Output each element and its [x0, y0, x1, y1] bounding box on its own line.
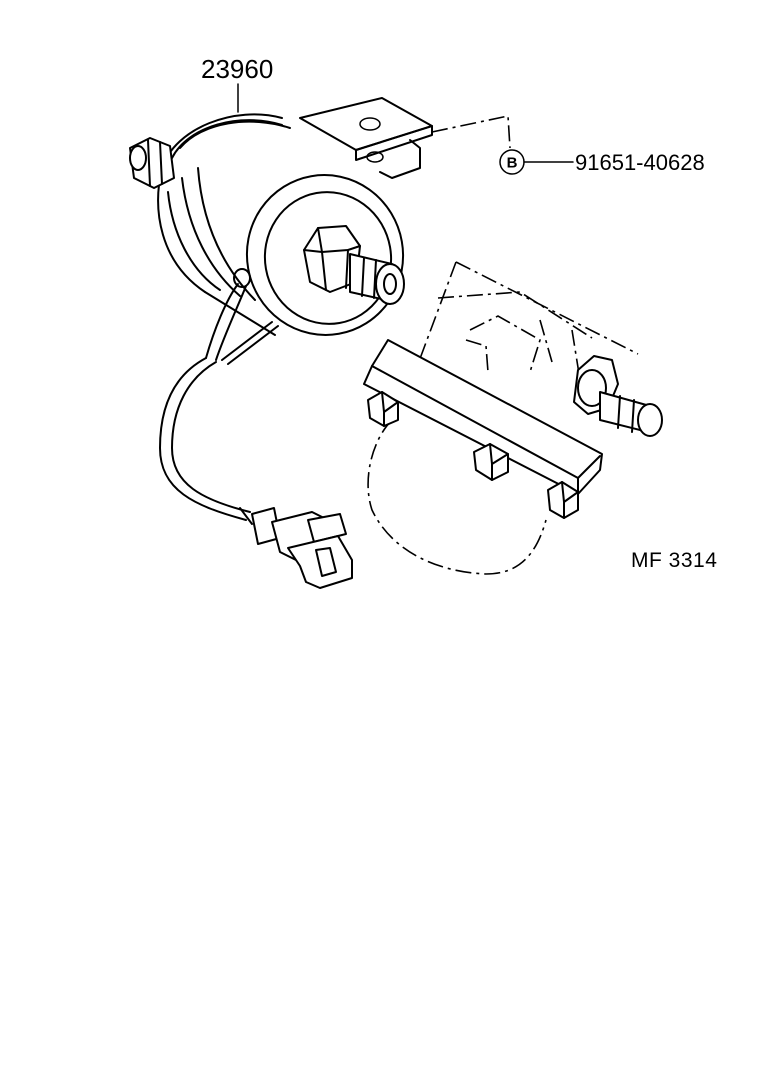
main-body [157, 113, 405, 336]
body-front-rim [263, 191, 393, 325]
wire-grommet [233, 268, 251, 288]
bracket-hole [359, 117, 381, 131]
bolt-part-number-label: 91651-40628 [575, 150, 705, 175]
front-nipple [349, 253, 405, 305]
bracket-hole [366, 151, 384, 163]
rear-nipple [129, 137, 175, 189]
bolt-dash-line [431, 115, 511, 149]
mating-assembly-outline [363, 261, 663, 575]
main-part-number-label: 23960 [201, 54, 273, 84]
bolt-marker-letter: B [507, 155, 518, 172]
figure-code-label: MF 3314 [631, 549, 717, 572]
wire-harness [159, 268, 279, 525]
mounting-bracket [299, 97, 433, 179]
wire-connector [251, 507, 353, 589]
